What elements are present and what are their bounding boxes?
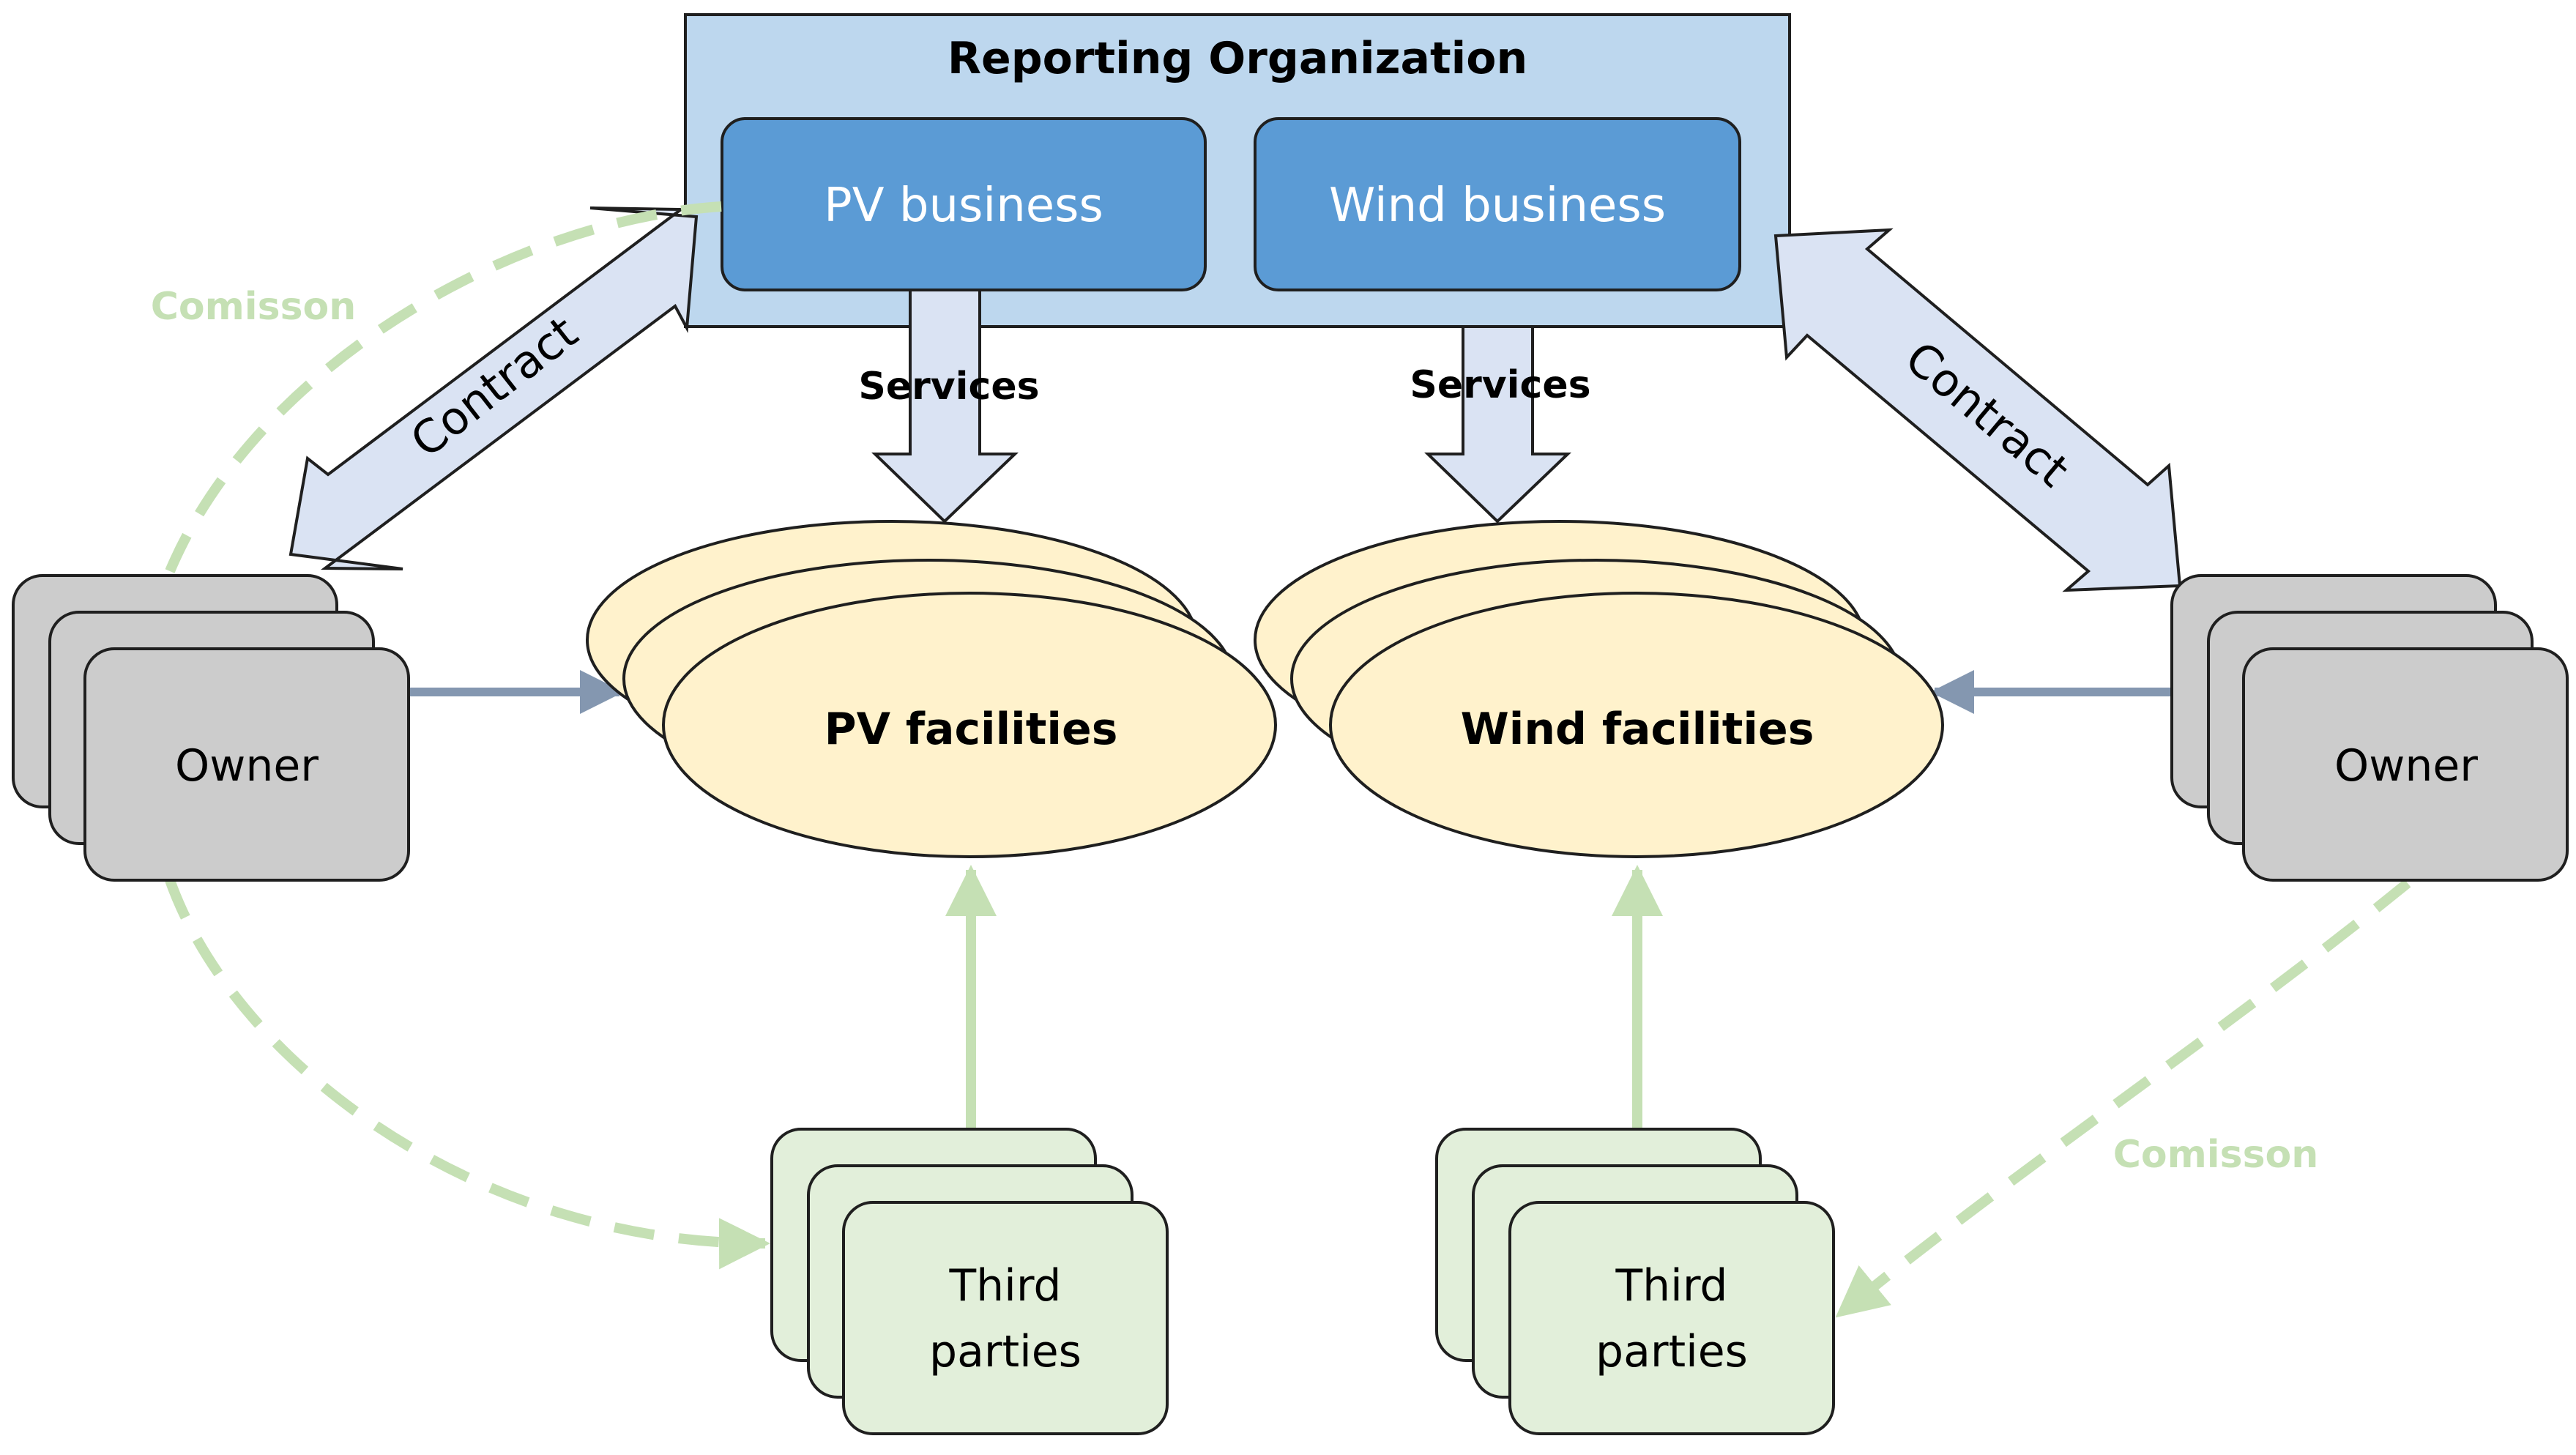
pv-business: PV business [721,117,1207,291]
commission-label-right: Comisson [2113,1133,2319,1177]
owner-right: Owner [2170,574,2569,882]
commission-arc-top-left [165,201,722,573]
wind-business: Wind business [1254,117,1741,291]
third-parties-left-line1: Third [948,1260,1061,1311]
third-parties-left: Third parties [770,1128,1169,1435]
pv-business-label: PV business [824,179,1103,233]
reporting-organization-title: Reporting Organization [948,33,1527,84]
wind-facilities-label: Wind facilities [1461,704,1814,755]
contract-arrow-left [289,206,699,570]
services-label-pv: Services [858,365,1039,409]
owner-left: Owner [12,574,410,882]
third-parties-right-line1: Third [1615,1260,1727,1311]
wind-business-label: Wind business [1329,179,1666,233]
services-arrow-wind [1424,325,1571,524]
owner-right-label: Owner [2334,740,2478,792]
commission-arc-right [1835,879,2411,1319]
services-arrow-pv [871,289,1019,524]
commission-arc-bottom-left [165,878,770,1270]
services-label-wind: Services [1410,363,1590,407]
third-parties-right-line2: parties [1596,1326,1748,1377]
third-parties-left-line2: parties [929,1326,1082,1377]
pv-facilities-label: PV facilities [824,704,1118,755]
pv-facilities: PV facilities [586,520,1277,858]
owner-left-label: Owner [175,740,319,792]
wind-facilities: Wind facilities [1254,520,1944,858]
commission-label-left: Comisson [151,285,357,329]
third-parties-right: Third parties [1435,1128,1835,1435]
